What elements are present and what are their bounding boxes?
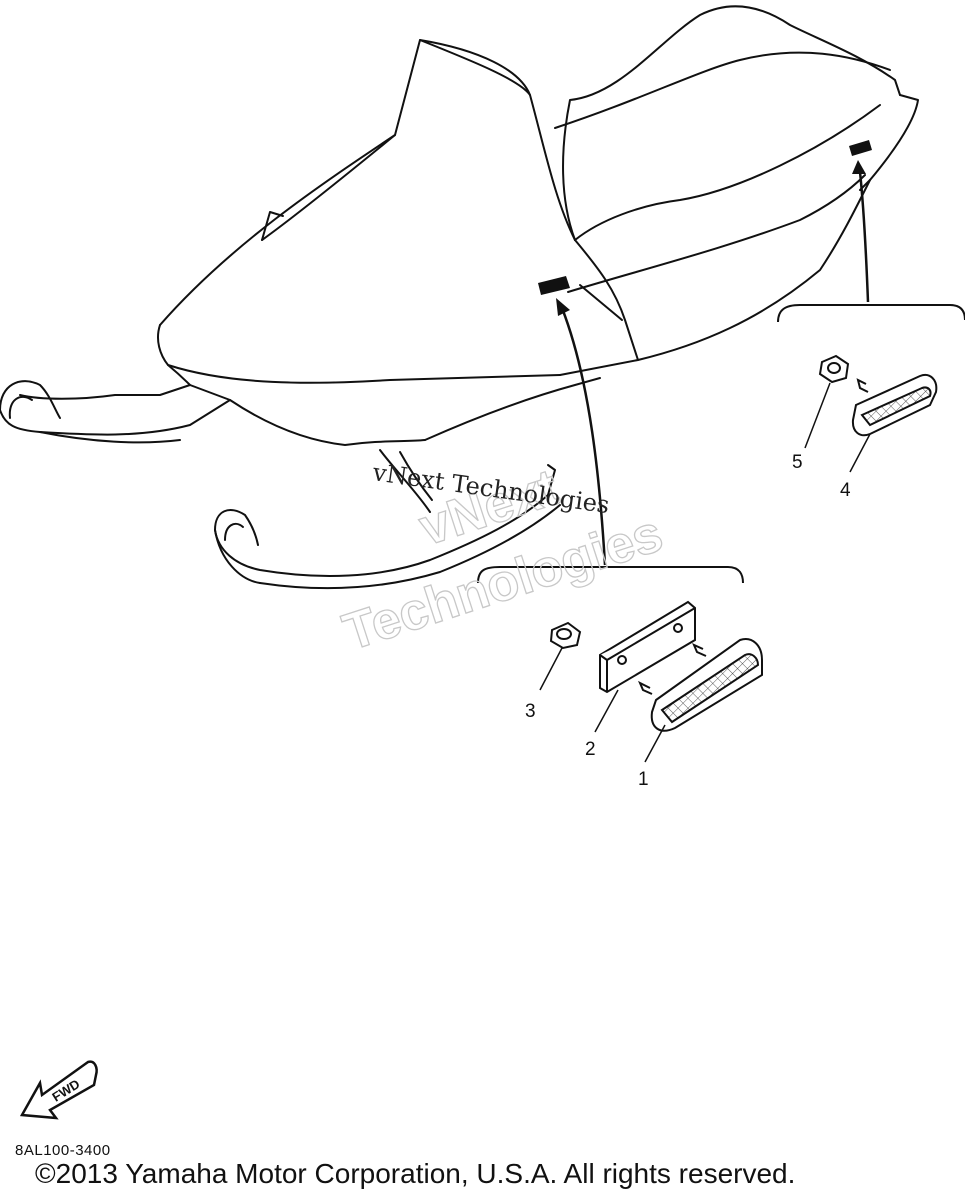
leader-arrows <box>560 171 870 566</box>
callout-5: 5 <box>792 452 803 473</box>
leader-2 <box>594 689 619 733</box>
reflector-part-4 <box>851 374 938 437</box>
callout-4: 4 <box>840 480 851 501</box>
callout-1: 1 <box>638 769 649 790</box>
copyright-notice: ©2013 Yamaha Motor Corporation, U.S.A. A… <box>35 1158 796 1189</box>
leader-4 <box>849 433 871 473</box>
bracket-lower-group <box>477 566 744 584</box>
reflector-part-1 <box>638 638 763 732</box>
watermark: vNext Technologies vNext Technologies <box>336 458 670 663</box>
callout-2: 2 <box>585 739 596 760</box>
right-reflector-mark <box>849 140 872 156</box>
fwd-badge: FWD <box>19 1060 98 1120</box>
diagram-code: 8AL100-3400 <box>15 1142 111 1159</box>
forward-arrow-icon <box>19 1060 98 1120</box>
callout-numbers: 3 2 1 5 4 <box>525 452 851 790</box>
arrow-heads <box>556 160 866 316</box>
callout-leaders <box>539 382 871 763</box>
nut-part-5 <box>818 354 850 384</box>
nut-part-3 <box>549 621 582 650</box>
group-brackets <box>477 304 965 584</box>
leader-5 <box>804 382 831 449</box>
arrow-to-left-mark <box>560 307 607 566</box>
plate-part-2 <box>599 600 696 694</box>
snowmobile-body <box>0 5 919 590</box>
arrow-to-right-mark <box>858 171 870 303</box>
left-reflector-mark <box>538 276 570 295</box>
callout-3: 3 <box>525 701 536 722</box>
reflector-location-marks <box>538 140 872 295</box>
leader-3 <box>539 647 563 691</box>
leader-1 <box>644 724 666 763</box>
bracket-upper-group <box>777 304 965 323</box>
